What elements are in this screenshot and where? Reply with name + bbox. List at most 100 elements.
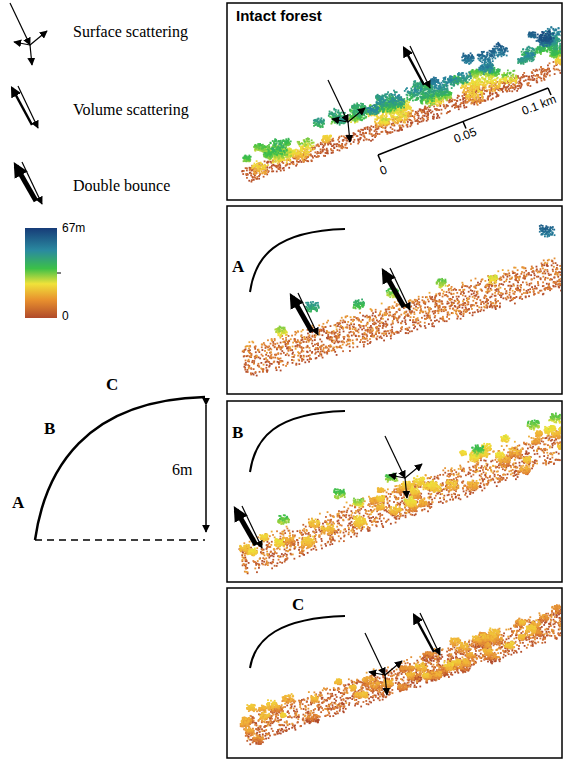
lidar-point: [553, 61, 555, 63]
lidar-point: [526, 75, 528, 77]
lidar-point: [398, 120, 400, 122]
lidar-point: [369, 131, 371, 133]
lidar-point: [466, 98, 468, 100]
lidar-point: [537, 75, 539, 77]
lidar-point: [490, 99, 492, 101]
lidar-point: [246, 169, 248, 171]
lidar-point: [322, 146, 324, 148]
lidar-point: [433, 114, 435, 116]
lidar-point: [305, 152, 307, 154]
lidar-point: [499, 85, 501, 87]
lidar-point: [496, 87, 498, 89]
lidar-point: [420, 118, 422, 120]
lidar-point: [482, 100, 484, 102]
lidar-point: [422, 111, 424, 113]
lidar-point: [262, 165, 264, 167]
lidar-point: [307, 160, 309, 162]
lidar-point: [436, 103, 438, 105]
lidar-point: [418, 117, 420, 119]
lidar-point: [529, 79, 531, 81]
lidar-point: [252, 166, 254, 168]
lidar-point: [338, 145, 340, 147]
lidar-point: [477, 97, 479, 99]
lidar-point: [405, 109, 407, 111]
lidar-point: [254, 169, 256, 171]
lidar-point: [300, 161, 302, 163]
lidar-point: [374, 130, 376, 132]
lidar-point: [305, 150, 307, 152]
lidar-point: [540, 66, 542, 68]
lidar-point: [424, 115, 426, 117]
lidar-point: [376, 115, 378, 117]
lidar-point: [414, 120, 416, 122]
lidar-point: [267, 164, 269, 166]
lidar-point: [510, 87, 512, 89]
lidar-point: [506, 82, 508, 84]
lidar-point: [454, 99, 456, 101]
lidar-point: [426, 113, 428, 115]
lidar-point: [343, 136, 345, 138]
lidar-point: [408, 119, 410, 121]
lidar-point: [486, 83, 488, 85]
lidar-point: [517, 85, 519, 87]
lidar-point: [257, 170, 259, 172]
lidar-point: [529, 85, 531, 87]
lidar-point: [417, 114, 419, 116]
lidar-point: [433, 106, 435, 108]
lidar-point: [476, 103, 478, 105]
lidar-point: [394, 116, 396, 118]
lidar-point: [257, 163, 259, 165]
lidar-point: [246, 177, 248, 179]
lidar-point: [336, 145, 338, 147]
lidar-point: [321, 152, 323, 154]
lidar-point: [322, 139, 324, 141]
lidar-point: [445, 106, 447, 108]
lidar-point: [304, 153, 306, 155]
lidar-point: [296, 158, 298, 160]
lidar-point: [460, 106, 462, 108]
lidar-point: [360, 137, 362, 139]
lidar-point: [283, 169, 285, 171]
lidar-point: [381, 125, 383, 127]
lidar-point: [536, 81, 538, 83]
lidar-point: [330, 141, 332, 143]
lidar-point: [368, 139, 370, 141]
lidar-point: [431, 111, 433, 113]
lidar-point: [548, 68, 550, 70]
lidar-point: [358, 141, 360, 143]
lidar-point: [503, 87, 505, 89]
lidar-point: [330, 136, 332, 138]
lidar-point: [326, 135, 328, 137]
lidar-point: [362, 129, 364, 131]
lidar-point: [286, 162, 288, 164]
lidar-point: [327, 152, 329, 154]
lidar-point: [499, 90, 501, 92]
lidar-point: [461, 95, 463, 97]
lidar-point: [392, 120, 394, 122]
lidar-point: [410, 120, 412, 122]
lidar-point: [367, 128, 369, 130]
lidar-point: [381, 114, 383, 116]
lidar-point: [318, 152, 320, 154]
lidar-point: [462, 99, 464, 101]
lidar-point: [543, 75, 545, 77]
lidar-point: [326, 140, 328, 142]
lidar-point: [353, 139, 355, 141]
lidar-point: [412, 121, 414, 123]
lidar-point: [466, 91, 468, 93]
lidar-point: [323, 155, 325, 157]
lidar-point: [510, 81, 512, 83]
lidar-point: [365, 132, 367, 134]
lidar-point: [374, 118, 376, 120]
lidar-point: [379, 133, 381, 135]
lidar-point: [251, 179, 253, 181]
lidar-point: [472, 87, 474, 89]
lidar-point: [392, 128, 394, 130]
lidar-point: [254, 177, 256, 179]
lidar-point: [513, 84, 515, 86]
lidar-point: [553, 65, 555, 67]
lidar-point: [392, 124, 394, 126]
lidar-point: [396, 118, 398, 120]
lidar-point: [419, 108, 421, 110]
lidar-point: [496, 94, 498, 96]
